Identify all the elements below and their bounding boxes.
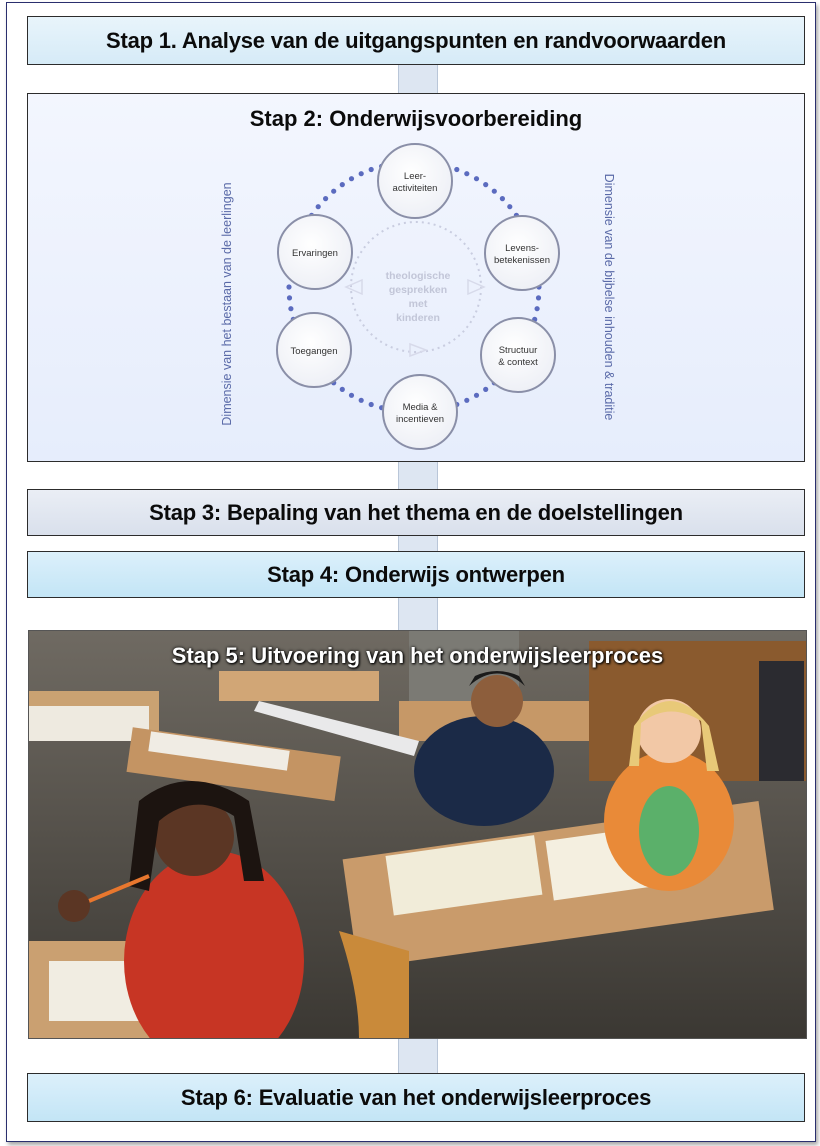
connector-2-3 bbox=[398, 462, 438, 489]
center-text: theologische gesprekken met kinderen bbox=[386, 270, 451, 324]
cycle-node-label: betekenissen bbox=[494, 255, 550, 266]
cycle-node-label: Leer- bbox=[404, 171, 426, 182]
cycle-node: Leer-activiteiten bbox=[377, 143, 453, 219]
cycle-node-label: & context bbox=[498, 357, 538, 368]
cycle-node: Media &incentieven bbox=[382, 374, 458, 450]
cycle-node-circle bbox=[480, 317, 556, 393]
cycle-node-circle bbox=[484, 215, 560, 291]
cycle-node-label: Ervaringen bbox=[292, 248, 338, 259]
ring-dot bbox=[507, 204, 513, 210]
cycle-node-label: activiteiten bbox=[393, 183, 438, 194]
ring-dot bbox=[331, 188, 337, 194]
step-6-box: Stap 6: Evaluatie van het onderwijsleerp… bbox=[27, 1073, 805, 1122]
connector-5-6 bbox=[398, 1037, 438, 1073]
connector-3-4 bbox=[398, 536, 438, 551]
ring-dot bbox=[483, 182, 489, 188]
ring-dot bbox=[368, 166, 374, 173]
cycle-node-label: Media & bbox=[403, 402, 439, 413]
ring-dot bbox=[473, 176, 480, 182]
step-5-title: Stap 5: Uitvoering van het onderwijsleer… bbox=[171, 643, 664, 668]
cycle-node: Levens-betekenissen bbox=[484, 215, 560, 291]
ring-dot bbox=[368, 401, 374, 408]
ring-dot bbox=[358, 171, 364, 177]
cycle-node-circle bbox=[276, 312, 352, 388]
dimension-left-label: Dimensie van het bestaan van de leerling… bbox=[220, 182, 234, 426]
inner-arrows bbox=[344, 278, 486, 358]
ring-dot bbox=[288, 306, 294, 312]
cycle-node: Toegangen bbox=[276, 312, 352, 388]
ring-dot bbox=[348, 392, 355, 398]
arrow-right-icon bbox=[467, 278, 486, 296]
step-5-photo-panel: Stap 5: Uitvoering van het onderwijsleer… bbox=[28, 630, 807, 1039]
ring-dot bbox=[464, 397, 470, 403]
ring-dot bbox=[339, 182, 345, 188]
cycle-node-circle bbox=[277, 214, 353, 290]
center-line-2: gesprekken bbox=[389, 284, 447, 296]
cycle-diagram: theologische gesprekken met kinderen Lee… bbox=[276, 143, 560, 450]
step-3-box: Stap 3: Bepaling van het thema en de doe… bbox=[27, 489, 805, 536]
ring-dot bbox=[339, 386, 345, 392]
ring-dot bbox=[473, 392, 480, 398]
cycle-node-label: Levens- bbox=[505, 243, 539, 254]
cycle-node: Ervaringen bbox=[277, 214, 353, 290]
ring-dot bbox=[535, 295, 542, 301]
cycle-node-label: Structuur bbox=[499, 345, 538, 356]
inner-cycle bbox=[350, 221, 482, 353]
ring-dot bbox=[323, 196, 329, 202]
ring-dot bbox=[315, 204, 321, 210]
ring-dot bbox=[534, 306, 540, 312]
ring-dot bbox=[483, 386, 489, 392]
ring-dot bbox=[286, 295, 293, 301]
arrow-bottom-icon bbox=[409, 342, 429, 358]
connector-1-2 bbox=[398, 65, 438, 93]
classroom-photo bbox=[29, 631, 806, 1038]
ring-dot bbox=[454, 166, 460, 173]
ring-dot bbox=[358, 397, 364, 403]
cycle-node: Structuur& context bbox=[480, 317, 556, 393]
cycle-node-label: Toegangen bbox=[290, 346, 337, 357]
cycle-node-circle bbox=[382, 374, 458, 450]
arrow-left-icon bbox=[344, 278, 363, 296]
step-2-title: Stap 2: Onderwijsvoorbereiding bbox=[249, 106, 583, 131]
ring-dot bbox=[348, 176, 355, 182]
ring-dot bbox=[499, 196, 505, 202]
cycle-node-label: incentieven bbox=[396, 414, 444, 425]
dimension-right-label: Dimensie van de bijbelse inhouden & trad… bbox=[602, 173, 616, 421]
center-line-3: met bbox=[409, 298, 428, 310]
connector-4-5 bbox=[398, 598, 438, 630]
center-line-4: kinderen bbox=[396, 312, 440, 324]
cycle-node-circle bbox=[377, 143, 453, 219]
ring-dot bbox=[491, 188, 497, 194]
ring-dot bbox=[464, 171, 470, 177]
center-line-1: theologische bbox=[386, 270, 451, 282]
ring-dot bbox=[286, 284, 292, 290]
step-1-box: Stap 1. Analyse van de uitgangspunten en… bbox=[27, 16, 805, 65]
step-4-box: Stap 4: Onderwijs ontwerpen bbox=[27, 551, 805, 598]
